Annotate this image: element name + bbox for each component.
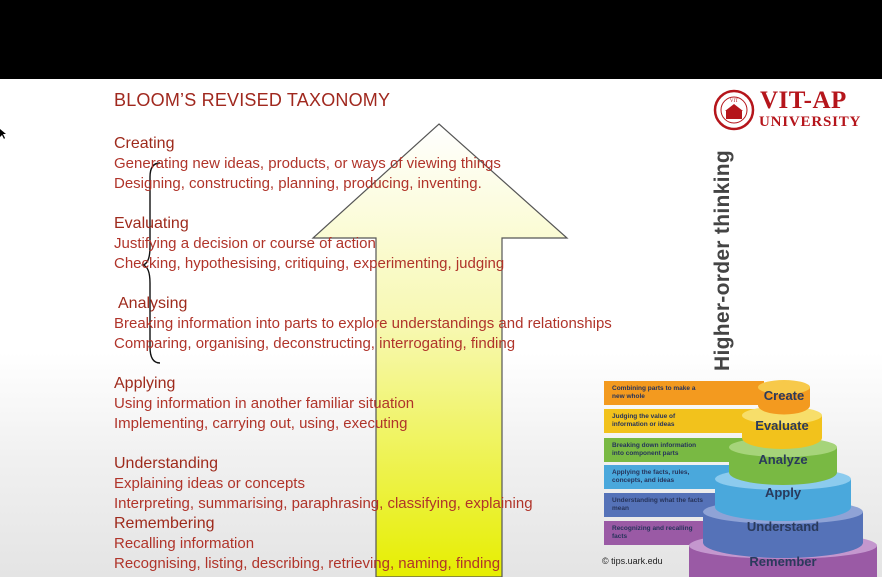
pyramid-label-analyze: Analyze	[758, 451, 808, 467]
level-line: Implementing, carrying out, using, execu…	[114, 415, 408, 432]
pyramid-label-understand: Understand	[746, 518, 820, 534]
pyramid-desc-evaluate: Judging the value of information or idea…	[612, 413, 676, 428]
pyramid-desc-create: Combining parts to make a new whole	[612, 385, 696, 400]
pyramid-desc-analyze: Breaking down information into component…	[612, 442, 697, 457]
slide-title: BLOOM’S REVISED TAXONOMY	[114, 90, 391, 110]
level-heading-evaluating: Evaluating	[114, 215, 189, 232]
mouse-cursor-icon	[0, 129, 6, 139]
pyramid-label-evaluate: Evaluate	[755, 418, 809, 434]
upward-arrow-graphic	[140, 123, 569, 577]
copyright-icon: ©	[602, 556, 609, 566]
level-line: Checking, hypothesising, critiquing, exp…	[114, 255, 505, 272]
level-line: Recalling information	[114, 535, 255, 552]
pyramid-desc-apply: Applying the facts, rules, concepts, and…	[612, 469, 690, 484]
level-heading-applying: Applying	[114, 375, 176, 392]
level-line: Recognising, listing, describing, retrie…	[114, 555, 501, 572]
level-line: Explaining ideas or concepts	[114, 475, 305, 492]
level-line: Generating new ideas, products, or ways …	[114, 155, 501, 172]
level-line: Justifying a decision or course of actio…	[114, 235, 376, 252]
curly-brace	[140, 162, 161, 364]
level-heading-analysing: Analysing	[118, 295, 188, 312]
level-heading-understanding: Understanding	[114, 455, 219, 472]
top-black-bar	[0, 0, 882, 79]
university-logo: VIT VIT-AP UNIVERSITY	[713, 87, 871, 133]
pyramid-label-remember: Remember	[749, 553, 817, 569]
level-line: Designing, constructing, planning, produ…	[114, 175, 482, 192]
level-line: Interpreting, summarising, paraphrasing,…	[114, 495, 533, 512]
level-line: Using information in another familiar si…	[114, 395, 415, 412]
image-credit: © tips.uark.edu	[602, 556, 663, 566]
pyramid-label-apply: Apply	[764, 484, 802, 500]
slide: BLOOM’S REVISED TAXONOMY Creating Genera…	[0, 79, 882, 577]
university-seal-icon: VIT	[713, 89, 755, 131]
logo-subtitle: UNIVERSITY	[759, 114, 862, 130]
svg-text:VIT: VIT	[730, 99, 738, 104]
pyramid-desc-understand: Understanding what the facts mean	[612, 497, 704, 512]
logo-title: VIT-AP	[760, 87, 847, 114]
level-line: Comparing, organising, deconstructing, i…	[114, 335, 516, 352]
level-heading-creating: Creating	[114, 135, 175, 152]
pyramid-desc-remember: Recognizing and recalling facts	[612, 525, 693, 540]
level-line: Breaking information into parts to explo…	[114, 315, 612, 332]
pyramid-label-create: Create	[763, 388, 805, 404]
pyramid-tier-create	[604, 380, 810, 415]
bloom-pyramid	[604, 380, 877, 577]
level-heading-remembering: Remembering	[114, 515, 215, 532]
